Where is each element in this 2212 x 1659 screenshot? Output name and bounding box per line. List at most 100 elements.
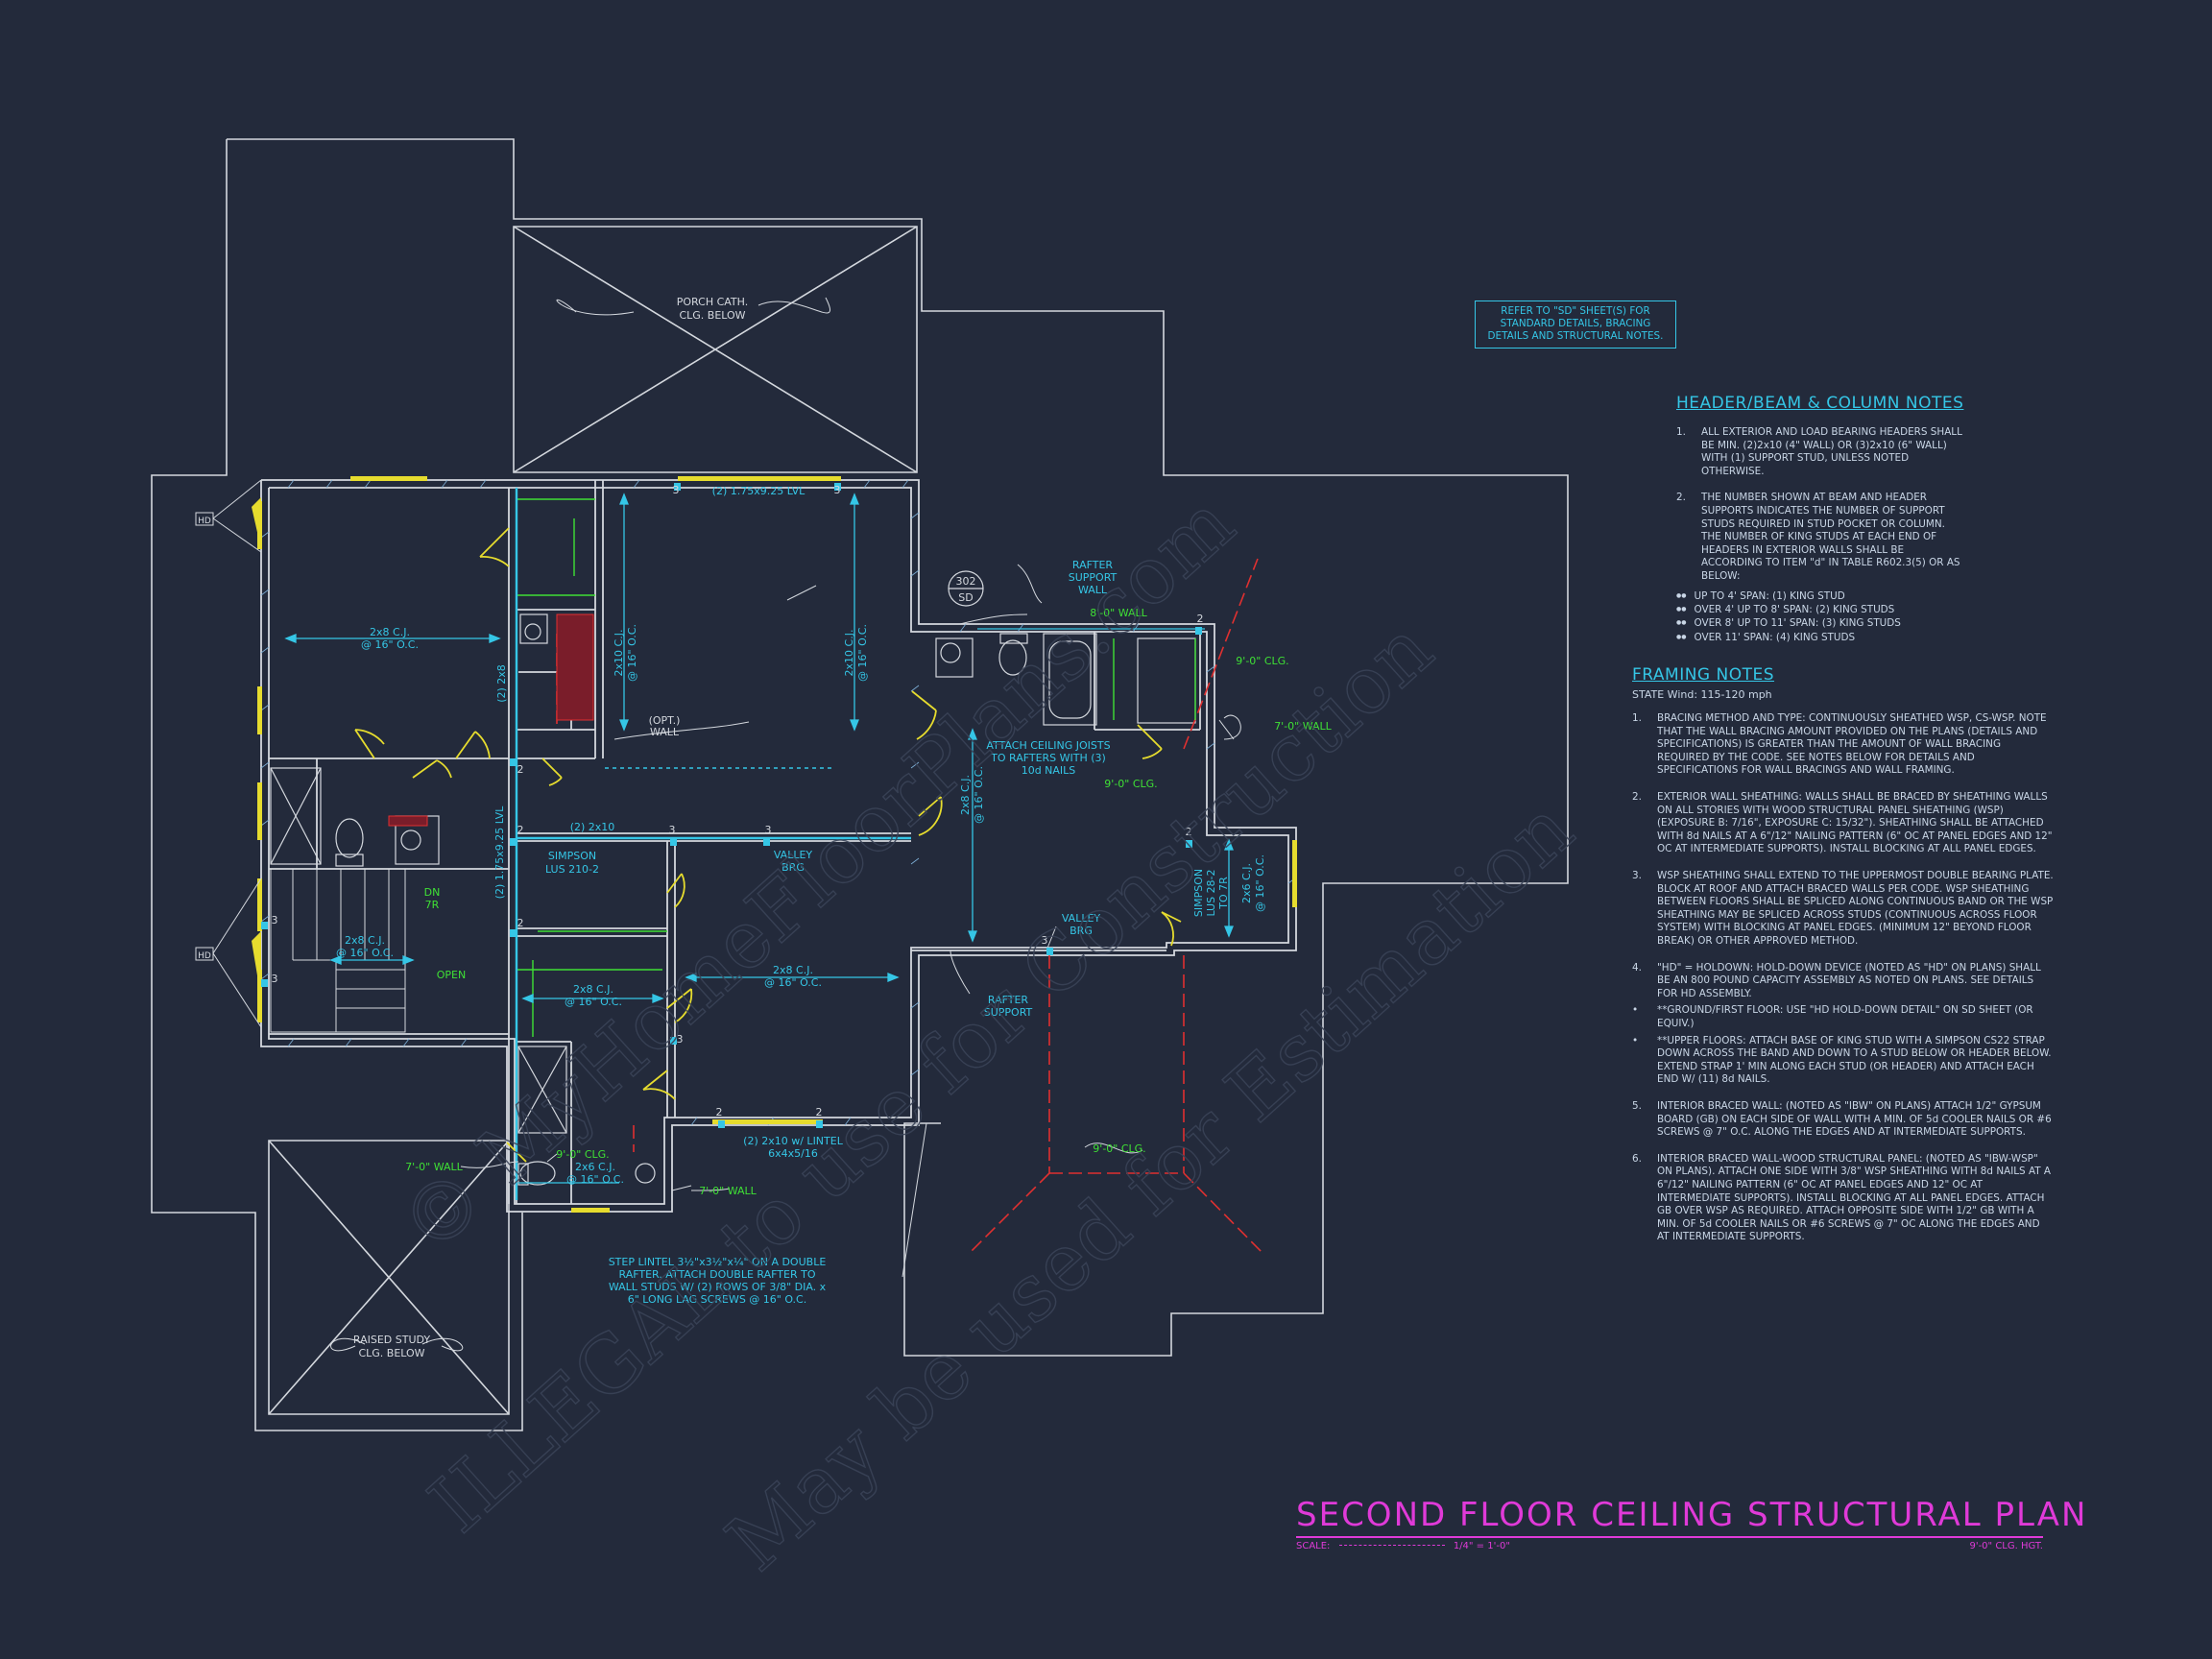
fixtures: [270, 613, 1196, 1186]
attach-ceiling-label-3: 10d NAILS: [1022, 764, 1076, 777]
header-note: 1. ALL EXTERIOR AND LOAD BEARING HEADERS…: [1676, 426, 1964, 478]
stud-count: 2: [517, 824, 524, 836]
lvl-header-label: (2) 1.75x9.25 LVL: [712, 485, 806, 497]
simpson-lus282-label-2: LUS 28-2: [1205, 869, 1217, 916]
lintel-label-2: 6x4x5/16: [768, 1147, 818, 1160]
windows: [257, 476, 1297, 1213]
holdown-markers: [252, 497, 261, 998]
valley-brg-label-a-2: BRG: [781, 861, 805, 874]
wall-7-label-a: 7'-0" WALL: [1274, 720, 1332, 733]
wall-7-label-c: 7'-0" WALL: [699, 1185, 757, 1197]
framing-note: 1. BRACING METHOD AND TYPE: CONTINUOUSLY…: [1632, 712, 2055, 778]
door-swings: [354, 527, 1182, 1163]
clg-9-label-c: 9'-0" CLG.: [1093, 1142, 1145, 1155]
step-lintel-label-2: RAFTER. ATTACH DOUBLE RAFTER TO: [619, 1268, 816, 1281]
cj-2x8-vertical-label: 2x8 C.J.: [959, 775, 972, 815]
framing-notes-title: FRAMING NOTES: [1632, 665, 1775, 685]
cj-2x10-spacing-b: @ 16" O.C.: [856, 624, 869, 682]
notes-panel: HEADER/BEAM & COLUMN NOTES 1. ALL EXTERI…: [1632, 394, 2055, 1258]
header-notes-title: HEADER/BEAM & COLUMN NOTES: [1676, 394, 1964, 413]
framing-note: 3. WSP SHEATHING SHALL EXTEND TO THE UPP…: [1632, 870, 2055, 949]
note-text: "HD" = HOLDOWN: HOLD-DOWN DEVICE (NOTED …: [1657, 961, 2041, 999]
columns: [261, 483, 1202, 1128]
cj-2x6-label-b: 2x6 C.J.: [575, 1161, 615, 1173]
porch-cath-label: PORCH CATH.: [677, 296, 748, 308]
cj-arrows: [284, 488, 1234, 1200]
simpson-lus210-label-2: LUS 210-2: [545, 863, 599, 876]
framing-note: • **UPPER FLOORS: ATTACH BASE OF KING ST…: [1632, 1035, 2055, 1087]
roof-outline: [151, 138, 1569, 1431]
stud-count: 3: [765, 824, 772, 836]
hd-label-bottom: HD: [198, 951, 211, 961]
step-lintel-label-3: WALL STUDS W/ (2) ROWS OF 3/8" DIA. x: [609, 1281, 827, 1293]
clg-9-label-a: 9'-0" CLG.: [1236, 655, 1288, 667]
note-number: •: [1632, 1034, 1639, 1046]
reference-note: REFER TO "SD" SHEET(S) FOR STANDARD DETA…: [1475, 301, 1676, 349]
cj-2x8-label-c: 2x8 C.J.: [573, 983, 613, 996]
stud-count: 2: [517, 917, 524, 929]
king-stud-item: OVER 8' UP TO 11' SPAN: (3) KING STUDS: [1676, 616, 1964, 630]
detail-callout: [948, 570, 984, 607]
note-text: THE NUMBER SHOWN AT BEAM AND HEADER SUPP…: [1701, 492, 1960, 582]
attach-ceiling-label: ATTACH CEILING JOISTS: [986, 739, 1110, 752]
wall-7-label-b: 7'-0" WALL: [405, 1161, 463, 1173]
valley-brg-label-a: VALLEY: [774, 849, 813, 861]
framing-note: • **GROUND/FIRST FLOOR: USE "HD HOLD-DOW…: [1632, 1004, 2055, 1030]
lintel-label: (2) 2x10 w/ LINTEL: [743, 1135, 844, 1147]
scale-dashes: [1338, 1545, 1445, 1546]
scale-value: 1/4" = 1'-0": [1453, 1541, 1510, 1551]
stud-count: 3: [669, 824, 676, 836]
note-number: 2.: [1632, 791, 1642, 804]
stud-count: 3: [834, 484, 841, 496]
reference-note-line: STANDARD DETAILS, BRACING: [1500, 318, 1651, 329]
note-number: 3.: [1632, 870, 1642, 882]
valley-brg-label-b: VALLEY: [1062, 912, 1101, 925]
two-2x8-label: (2) 2x8: [495, 664, 508, 703]
stud-count: 3: [1042, 934, 1048, 947]
note-text: **GROUND/FIRST FLOOR: USE "HD HOLD-DOWN …: [1657, 1004, 2033, 1029]
reference-note-line: DETAILS AND STRUCTURAL NOTES.: [1487, 330, 1664, 342]
cj-2x8-spacing-b: @ 16" O.C.: [764, 976, 822, 989]
rafter-support-wall-label: RAFTER: [1072, 559, 1114, 571]
king-stud-item: UP TO 4' SPAN: (1) KING STUD: [1676, 589, 1964, 603]
king-stud-item: OVER 11' SPAN: (4) KING STUDS: [1676, 631, 1964, 644]
note-number: 5.: [1632, 1099, 1642, 1112]
cj-2x10-label-b: 2x10 C.J.: [843, 630, 855, 677]
drawing-title: SECOND FLOOR CEILING STRUCTURAL PLAN: [1296, 1496, 2088, 1534]
rafter-support-label-2: SUPPORT: [984, 1006, 1033, 1019]
ceiling-height: 9'-0" CLG. HGT.: [1969, 1541, 2043, 1551]
rafter-support-label: RAFTER: [988, 994, 1029, 1006]
opt-wall-label-2: WALL: [650, 726, 680, 738]
framing-note: 6. INTERIOR BRACED WALL-WOOD STRUCTURAL …: [1632, 1153, 2055, 1244]
opt-wall-label: (OPT.): [649, 714, 681, 727]
note-text: INTERIOR BRACED WALL-WOOD STRUCTURAL PAN…: [1657, 1152, 2052, 1243]
stud-count: 2: [1186, 826, 1192, 838]
clg-9-label-d: 9'-0" CLG.: [556, 1148, 609, 1161]
cj-2x8-spacing-d: @ 16" O.C.: [336, 947, 394, 959]
leader-lines: [330, 297, 1241, 1352]
attach-ceiling-label-2: TO RAFTERS WITH (3): [990, 752, 1106, 764]
clg-9-label-b: 9'-0" CLG.: [1104, 778, 1157, 790]
king-stud-item: OVER 4' UP TO 8' SPAN: (2) KING STUDS: [1676, 603, 1964, 616]
rafter-support-wall-label-3: WALL: [1078, 584, 1108, 596]
rafter-support-wall-label-2: SUPPORT: [1069, 571, 1118, 584]
open-label: OPEN: [437, 969, 466, 981]
framing-note: 5. INTERIOR BRACED WALL: (NOTED AS "IBW"…: [1632, 1100, 2055, 1140]
stairs: [270, 868, 406, 1033]
dn-label-2: 7R: [425, 899, 440, 911]
raised-study-label: RAISED STUDY: [353, 1334, 430, 1346]
stud-count: 3: [673, 484, 680, 496]
scale-group: SCALE: 1/4" = 1'-0": [1296, 1541, 1510, 1551]
valley-brg-label-b-2: BRG: [1070, 925, 1093, 937]
cj-2x6-spacing-b: @ 16" O.C.: [566, 1173, 624, 1186]
simpson-lus282-label-3: TO 7R: [1217, 877, 1230, 910]
step-lintel-label: STEP LINTEL 3½"x3½"x¼" ON A DOUBLE: [609, 1256, 827, 1268]
wall-8-label: 8'-0" WALL: [1090, 607, 1147, 619]
framing-note: 4. "HD" = HOLDOWN: HOLD-DOWN DEVICE (NOT…: [1632, 962, 2055, 1001]
cj-2x6-vertical-spacing: @ 16" O.C.: [1254, 854, 1266, 912]
framing-notes-subtitle: STATE Wind: 115-120 mph: [1632, 688, 1772, 702]
simpson-lus282-label: SIMPSON: [1192, 869, 1205, 917]
stud-count: 2: [1197, 613, 1204, 625]
cj-2x8-label-b: 2x8 C.J.: [773, 964, 813, 976]
